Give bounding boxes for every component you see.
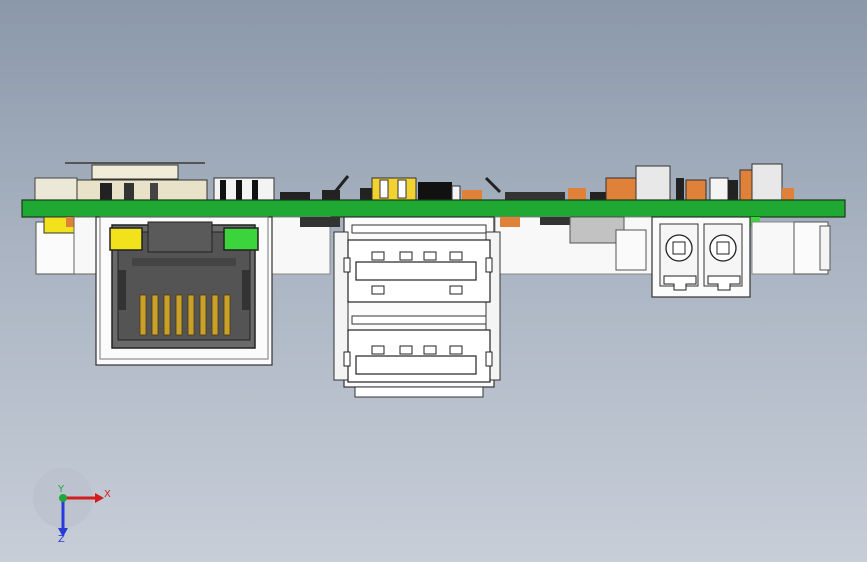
x-axis-label: X [104,489,111,500]
y-axis-label: Y [57,484,65,495]
rj45-jack [95,216,273,366]
rj45-pins [139,294,231,336]
y-axis-dot [59,494,67,502]
coordinate-triad: X Y Z [33,468,111,545]
bottom-components [35,216,831,275]
usb-stack [333,216,501,398]
link-led-green [223,227,259,251]
link-led-yellow [109,227,143,251]
terminal-block [651,216,751,298]
pcb-board [21,199,846,218]
z-axis-label: Z [58,534,65,545]
top-components [34,162,794,201]
